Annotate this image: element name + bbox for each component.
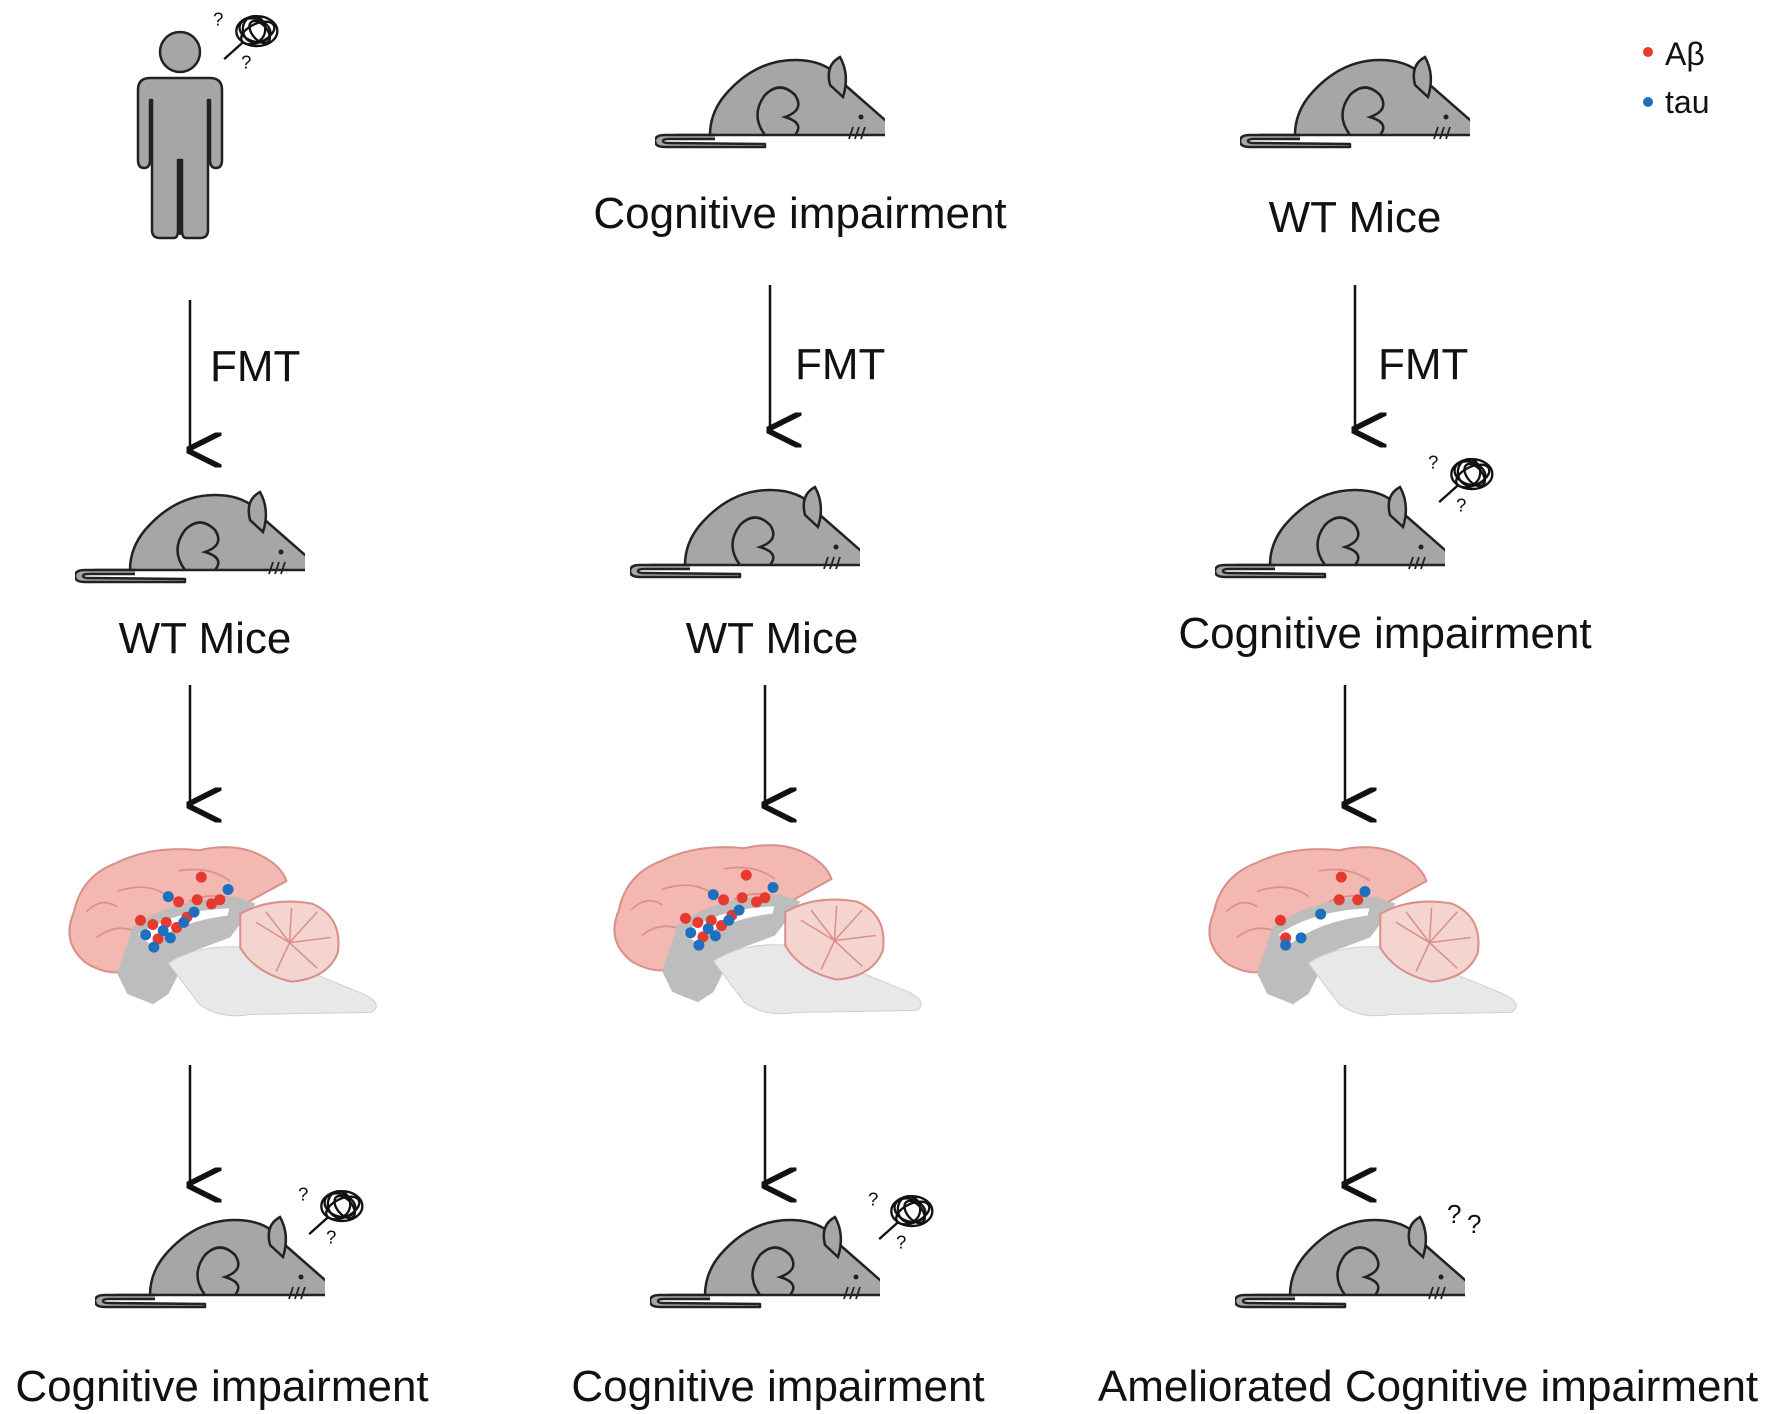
fmt-label: FMT [210,342,301,391]
fmt-label: FMT [1378,340,1469,389]
tau-dot [733,904,745,916]
tau-dot [178,916,190,928]
tau-dot [767,881,779,893]
legend-tau-dot [1643,97,1653,107]
brain-sagittal-icon [68,846,378,1017]
recipient-label: Cognitive impairment [1178,609,1592,658]
brain-sagittal-icon [613,844,923,1015]
outcome-mouse-icon [95,1215,325,1309]
recipient-mouse-icon [75,490,305,584]
legend-tau-label: tau [1665,84,1710,120]
confused-scribble-icon [866,1187,934,1254]
column-2 [613,55,934,1309]
recipient-mouse-icon [1215,485,1445,579]
confused-scribble-icon [1426,450,1494,517]
abeta-dot [751,896,763,908]
column-1 [68,7,378,1309]
abeta-dot [705,914,717,926]
human-donor-icon [136,30,224,240]
tau-dot [157,925,169,937]
donor-label: WT Mice [1268,193,1442,242]
abeta-dot [679,912,691,924]
fmt-label: FMT [795,340,886,389]
confused-scribble-icon [296,1182,364,1249]
tau-dot [702,923,714,935]
question-marks-icon [1447,1199,1482,1239]
brain-sagittal-icon [1208,846,1518,1017]
tau-dot [1280,939,1292,951]
tau-dot [709,930,721,942]
abeta-dot [692,916,704,928]
column-3 [1208,55,1518,1309]
tau-dot [148,941,160,953]
tau-dot [162,891,174,903]
abeta-dot [1333,894,1345,906]
recipient-label: WT Mice [118,614,292,663]
tau-dot [140,929,152,941]
recipient-mouse-icon [630,485,860,579]
abeta-dot [195,871,207,883]
tau-dot [188,906,200,918]
abeta-dot [736,892,748,904]
confused-scribble-icon [211,7,279,74]
tau-dot [707,889,719,901]
tau-dot [164,932,176,944]
legend-abeta-label: Aβ [1665,36,1705,72]
outcome-label: Ameliorated Cognitive impairment [1097,1362,1759,1411]
legend-abeta-dot [1643,47,1653,57]
tau-dot [222,883,234,895]
donor-mouse-icon [1240,55,1470,149]
abeta-dot [191,894,203,906]
abeta-dot [740,869,752,881]
abeta-dot [152,933,164,945]
abeta-dot [147,918,159,930]
outcome-mouse-icon [1235,1215,1465,1309]
outcome-label: Cognitive impairment [15,1362,429,1411]
abeta-dot [1335,871,1347,883]
tau-dot [685,927,697,939]
abeta-dot [1352,894,1364,906]
recipient-label: WT Mice [685,614,859,663]
tau-dot [1295,932,1307,944]
pathology-dots [134,869,1371,953]
tau-dot [723,914,735,926]
abeta-dot [214,894,226,906]
tau-dot [1315,908,1327,920]
abeta-dot [718,894,730,906]
abeta-dot [1274,914,1286,926]
donor-label: Cognitive impairment [593,189,1007,238]
abeta-dot [759,892,771,904]
donor-mouse-icon [655,55,885,149]
tau-dot [1359,886,1371,897]
outcome-label: Cognitive impairment [571,1362,985,1411]
outcome-mouse-icon [650,1215,880,1309]
abeta-dot [173,896,185,908]
abeta-dot [697,931,709,943]
abeta-dot [134,914,146,926]
abeta-dot [206,898,218,910]
tau-dot [693,939,705,951]
abeta-dot [160,916,172,928]
